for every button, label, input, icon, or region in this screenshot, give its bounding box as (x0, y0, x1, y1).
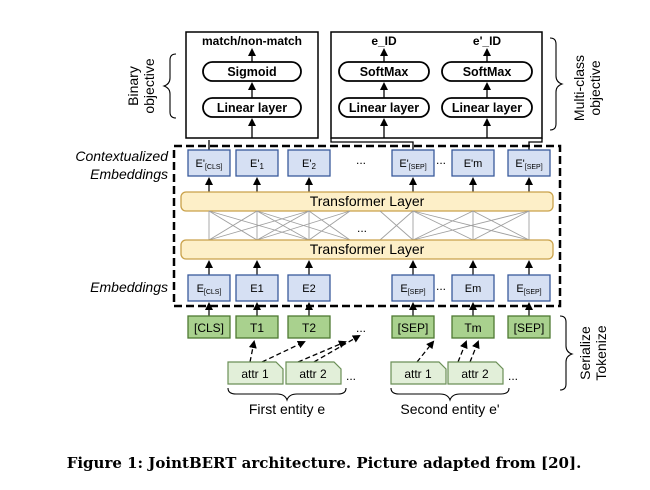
token-row: [CLS] T1 T2 ... [SEP] Tm [SEP] (187, 315, 551, 339)
svg-text:attr 2: attr 2 (461, 367, 489, 381)
multiclass-linear-label-1: Linear layer (349, 101, 419, 115)
transformer-layer-bottom (180, 239, 554, 260)
attr-ellipsis-2: ... (508, 369, 518, 383)
contextualized-label-1: Contextualized (75, 148, 169, 164)
binary-side-label-2: objective (141, 58, 157, 113)
contextual-embedding-row: E'[CLS] E'1 E'2 ... E'[SEP] ... E'm E'[S… (187, 149, 551, 177)
token-t2 (287, 315, 331, 339)
svg-text:E[CLS]: E[CLS] (197, 283, 222, 296)
svg-text:attr 2: attr 2 (299, 367, 327, 381)
attr-1-first (227, 361, 284, 385)
ctx-ellipsis-2: ... (436, 153, 446, 167)
svg-text:E'[SEP]: E'[SEP] (399, 158, 426, 171)
attribute-row: attr 1 attr 2 ... attr 1 attr 2 ... (227, 361, 518, 385)
svg-text:[CLS]: [CLS] (194, 321, 224, 335)
token-t1 (235, 315, 279, 339)
sigmoid-label: Sigmoid (227, 65, 276, 79)
attention-connections (208, 210, 530, 241)
svg-text:E'[SEP]: E'[SEP] (515, 158, 542, 171)
serialize-brace (559, 315, 574, 391)
input-embedding-sep-1 (391, 274, 435, 302)
sigmoid-node (202, 61, 302, 82)
input-embedding-m (451, 274, 495, 302)
second-entity-label: Second entity e' (400, 401, 499, 417)
binary-linear-label: Linear layer (217, 101, 287, 115)
multiclass-head-box (330, 31, 543, 139)
input-ellipsis: ... (436, 279, 446, 293)
svg-text:E'[CLS]: E'[CLS] (196, 158, 223, 171)
attr-2-first (285, 361, 342, 385)
binary-linear-node (202, 97, 302, 118)
softmax-node-2 (441, 61, 533, 82)
svg-text:[SEP]: [SEP] (398, 321, 429, 335)
embeddings-label: Embeddings (90, 279, 168, 295)
input-embedding-1 (235, 274, 279, 302)
input-embedding-cls (187, 274, 231, 302)
input-embedding-sep-2 (507, 274, 551, 302)
second-entity-brace (390, 387, 510, 402)
multiclass-linear-node-2 (441, 97, 533, 118)
serialize-arrows (248, 334, 480, 363)
multiclass-side-label-1: Multi-class (571, 55, 587, 121)
ctx-embedding-1 (235, 149, 279, 177)
svg-text:E[SEP]: E[SEP] (516, 283, 541, 296)
transformer-layer-top-label: Transformer Layer (310, 193, 425, 209)
ctx-embedding-m (451, 149, 495, 177)
svg-text:E'm: E'm (464, 158, 483, 170)
token-sep-1 (391, 315, 435, 339)
svg-text:Tm: Tm (464, 321, 481, 335)
binary-brace (162, 53, 177, 119)
ctx-embedding-sep-2 (507, 149, 551, 177)
svg-text:E'2: E'2 (302, 158, 316, 171)
transformer-ellipsis: ... (357, 221, 367, 235)
transformer-layer-top (180, 191, 554, 212)
transformer-layer-bottom-label: Transformer Layer (310, 241, 425, 257)
multiclass-brace (549, 37, 564, 131)
multiclass-linear-label-2: Linear layer (452, 101, 522, 115)
svg-text:Em: Em (465, 283, 482, 295)
multiclass-linear-node-1 (338, 97, 430, 118)
first-entity-label: First entity e (249, 401, 325, 417)
svg-text:T2: T2 (302, 321, 316, 335)
svg-text:E'1: E'1 (250, 158, 264, 171)
attr-2-second (447, 361, 504, 385)
svg-text:T1: T1 (250, 321, 264, 335)
svg-text:attr 1: attr 1 (241, 367, 269, 381)
first-entity-brace (227, 387, 347, 402)
figure-caption: Figure 1: JointBERT architecture. Pictur… (67, 454, 582, 472)
binary-side-label-1: Binary (125, 66, 141, 106)
tokenize-label: Tokenize (593, 325, 609, 380)
svg-text:E2: E2 (302, 283, 315, 295)
softmax-label-1: SoftMax (360, 65, 409, 79)
bert-encoder-box (172, 144, 562, 308)
contextualized-label-2: Embeddings (90, 166, 168, 182)
eid-output-label: e_ID (371, 34, 397, 48)
token-ellipsis: ... (356, 321, 366, 335)
ctx-embedding-sep-1 (391, 149, 435, 177)
token-tm (451, 315, 495, 339)
svg-text:E1: E1 (250, 283, 263, 295)
ctx-embedding-2 (287, 149, 331, 177)
serialize-label: Serialize (577, 326, 593, 380)
binary-output-label: match/non-match (202, 34, 302, 48)
softmax-node-1 (338, 61, 430, 82)
softmax-label-2: SoftMax (463, 65, 512, 79)
svg-text:E[SEP]: E[SEP] (400, 283, 425, 296)
token-cls (187, 315, 231, 339)
svg-text:attr 1: attr 1 (404, 367, 432, 381)
input-embedding-row: E[CLS] E1 E2 E[SEP] ... Em E[SEP] (187, 274, 551, 302)
eprime-id-output-label: e'_ID (473, 34, 502, 48)
multiclass-side-label-2: objective (587, 60, 603, 115)
token-sep-2 (507, 315, 551, 339)
input-embedding-2 (287, 274, 331, 302)
attr-1-second (390, 361, 447, 385)
svg-text:[SEP]: [SEP] (514, 321, 545, 335)
ctx-embedding-cls (187, 149, 231, 177)
ctx-ellipsis-1: ... (356, 153, 366, 167)
attr-ellipsis-1: ... (346, 369, 356, 383)
